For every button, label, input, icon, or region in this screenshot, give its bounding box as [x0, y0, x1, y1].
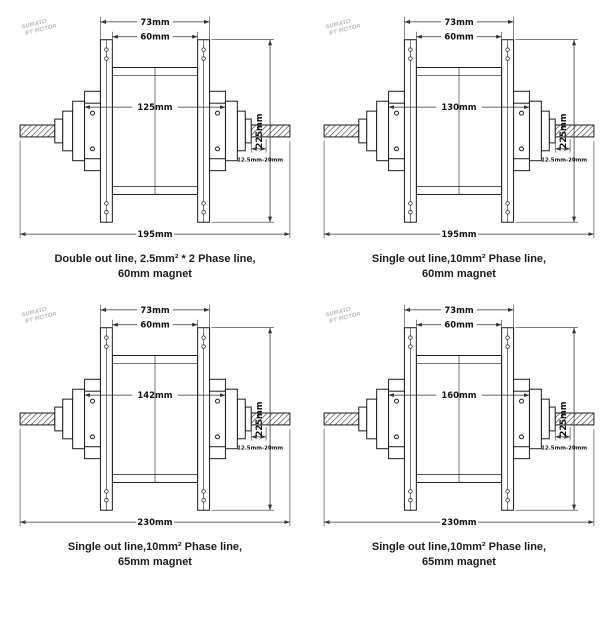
caption-line2: 65mm magnet: [118, 555, 192, 568]
motor-panel-top-left: SUMATO BT MOTOR 73mm 60mm 125mm 225mm 12…: [6, 4, 304, 282]
diagram-grid: SUMATO BT MOTOR 73mm 60mm 125mm 225mm 12…: [0, 0, 614, 570]
dim-label-axle-range: 12.5mm-20mm: [237, 445, 283, 451]
dim-label-overall-width: 230mm: [441, 517, 476, 527]
motor-panel-bottom-right: SUMATO BT MOTOR 73mm 60mm 160mm 225mm 12…: [310, 292, 608, 570]
motor-body: [20, 17, 290, 238]
dim-label-axle-range: 12.5mm-20mm: [237, 158, 283, 164]
dim-label-top-outer: 73mm: [140, 17, 169, 27]
hub-motor-drawing: SUMATO BT MOTOR 73mm 60mm 125mm 225mm 12…: [6, 4, 304, 239]
dim-label-diameter: 225mm: [254, 113, 264, 148]
dim-label-center-length: 130mm: [441, 102, 476, 112]
dim-label-overall-width: 230mm: [137, 517, 172, 527]
dim-label-diameter: 225mm: [558, 113, 568, 148]
dim-label-center-length: 142mm: [137, 390, 172, 400]
motor-panel-bottom-left: SUMATO BT MOTOR 73mm 60mm 142mm 225mm 12…: [6, 292, 304, 570]
watermark-logo: SUMATO BT MOTOR: [325, 306, 361, 324]
caption-line1: Single out line,10mm² Phase line,: [67, 540, 243, 553]
caption-line1: Double out line, 2.5mm² * 2 Phase line,: [54, 253, 256, 265]
dim-label-top-inner: 60mm: [140, 32, 169, 42]
dim-label-top-outer: 73mm: [444, 305, 473, 315]
caption-line2: 65mm magnet: [422, 555, 496, 568]
dim-label-top-inner: 60mm: [444, 32, 473, 42]
dim-label-overall-width: 195mm: [441, 229, 476, 239]
motor-panel-top-right: SUMATO BT MOTOR 73mm 60mm 130mm 225mm 12…: [310, 4, 608, 282]
panel-caption: Single out line,10mm² Phase line, 65mm m…: [6, 540, 304, 570]
caption-line2: 60mm magnet: [118, 267, 192, 280]
dim-label-center-length: 160mm: [441, 390, 476, 400]
hub-motor-drawing: SUMATO BT MOTOR 73mm 60mm 160mm 225mm 12…: [310, 292, 608, 527]
dim-label-overall-width: 195mm: [137, 229, 172, 239]
dim-label-top-inner: 60mm: [444, 319, 473, 329]
hub-motor-drawing: SUMATO BT MOTOR 73mm 60mm 130mm 225mm 12…: [310, 4, 608, 239]
motor-body: [20, 305, 290, 526]
caption-line2: 60mm magnet: [422, 267, 496, 280]
watermark-logo: SUMATO BT MOTOR: [325, 19, 361, 37]
dim-label-top-outer: 73mm: [140, 305, 169, 315]
dim-label-axle-range: 12.5mm-20mm: [541, 445, 587, 451]
dim-label-top-outer: 73mm: [444, 17, 473, 27]
dim-label-top-inner: 60mm: [140, 319, 169, 329]
motor-body: [324, 17, 594, 238]
hub-motor-drawing: SUMATO BT MOTOR 73mm 60mm 142mm 225mm 12…: [6, 292, 304, 527]
panel-caption: Single out line,10mm² Phase line, 60mm m…: [310, 252, 608, 282]
caption-line1: Single out line,10mm² Phase line,: [371, 253, 547, 265]
watermark-logo: SUMATO BT MOTOR: [21, 306, 57, 324]
dim-label-diameter: 225mm: [558, 401, 568, 436]
panel-caption: Double out line, 2.5mm² * 2 Phase line, …: [6, 252, 304, 282]
dim-label-center-length: 125mm: [137, 102, 172, 112]
panel-caption: Single out line,10mm² Phase line, 65mm m…: [310, 540, 608, 570]
caption-line1: Single out line,10mm² Phase line,: [371, 540, 547, 553]
dim-label-axle-range: 12.5mm-20mm: [541, 158, 587, 164]
watermark-logo: SUMATO BT MOTOR: [21, 19, 57, 37]
dim-label-diameter: 225mm: [254, 401, 264, 436]
motor-body: [324, 305, 594, 526]
